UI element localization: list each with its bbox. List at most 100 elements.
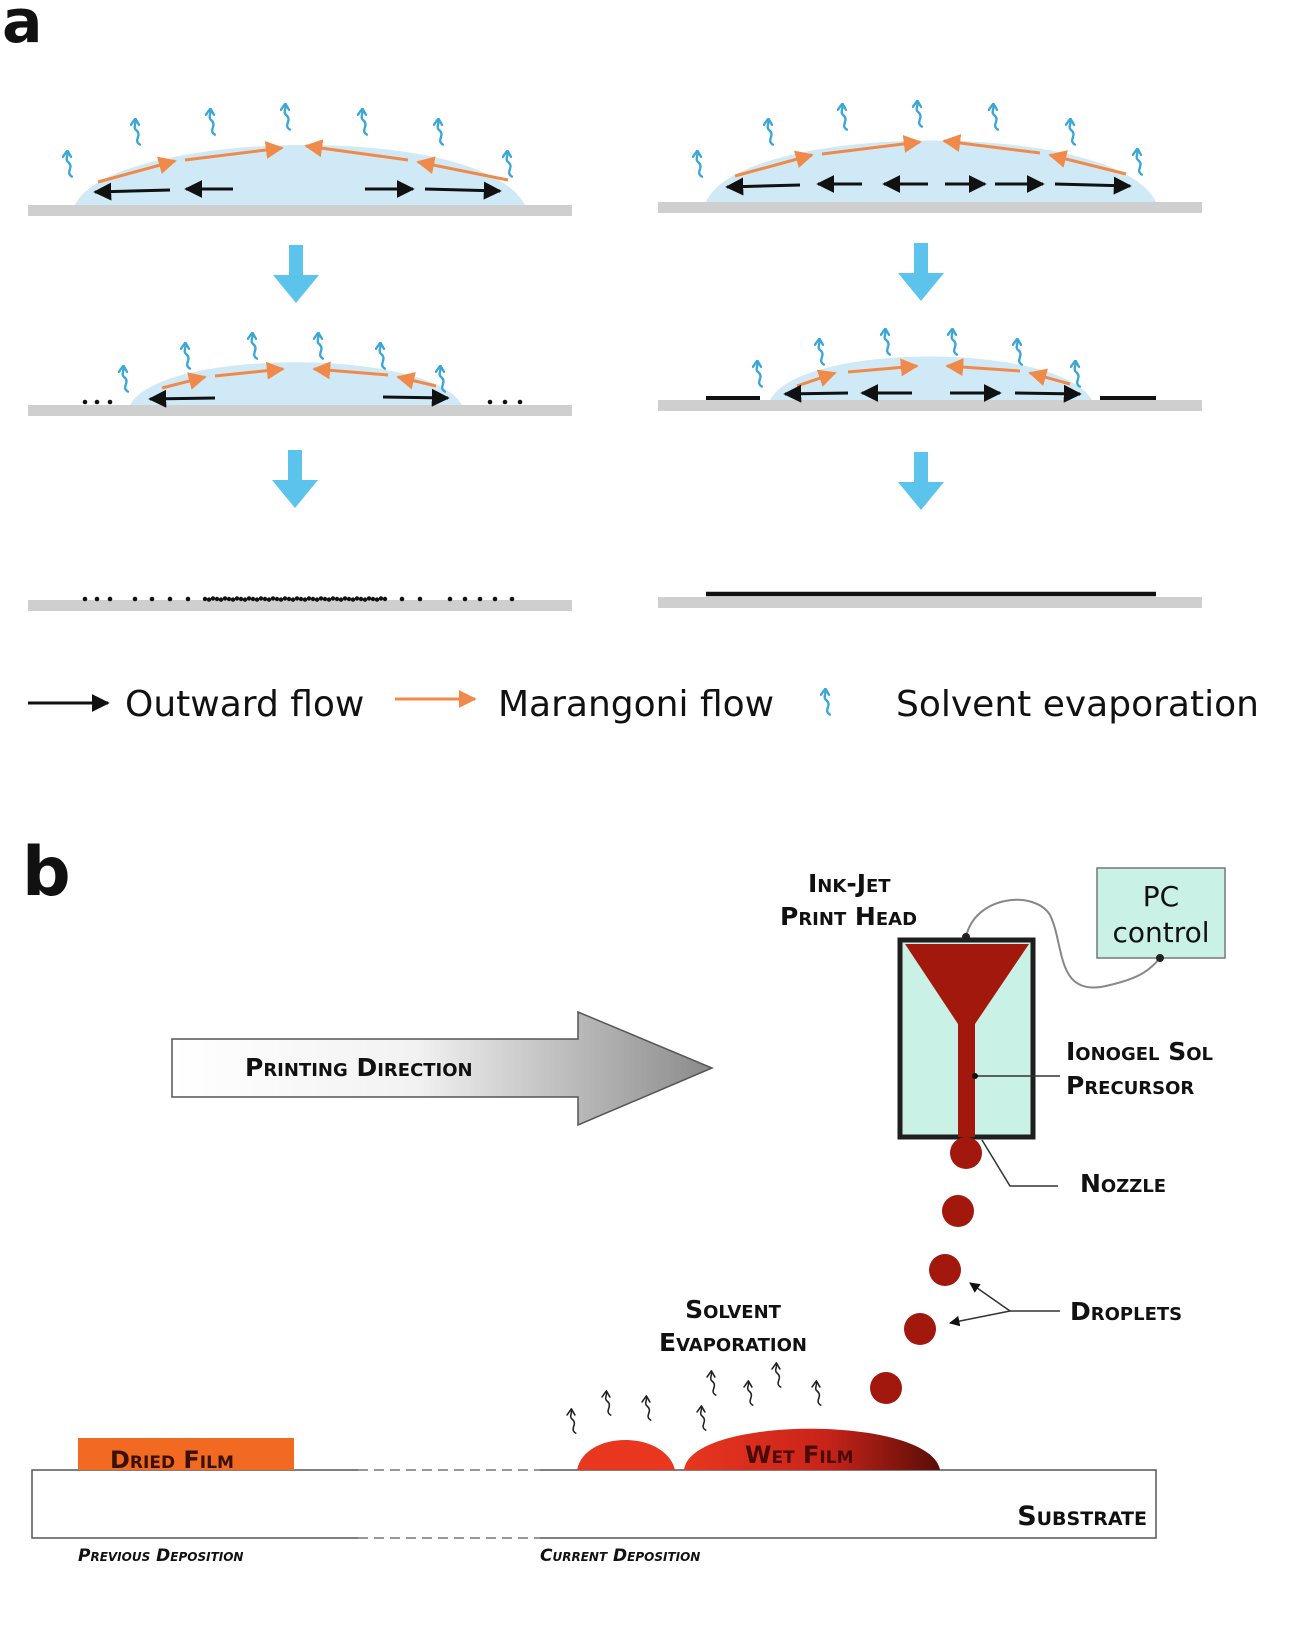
deposit-dot bbox=[310, 596, 316, 602]
deposit-dots bbox=[82, 399, 523, 405]
deposit-dot bbox=[298, 596, 304, 602]
deposit-dot bbox=[314, 597, 320, 602]
evaporation-icons-b bbox=[566, 1362, 822, 1434]
nozzle-label: Nozzle bbox=[1080, 1169, 1166, 1198]
right-stage-2 bbox=[658, 328, 1202, 411]
deposit-dot bbox=[342, 596, 348, 601]
right-stage-1 bbox=[658, 100, 1202, 213]
droplet bbox=[770, 356, 1092, 400]
deposit-dot bbox=[330, 596, 336, 601]
deposit-dot bbox=[149, 596, 155, 602]
deposit-dot bbox=[282, 596, 288, 601]
left-stage-1 bbox=[28, 103, 572, 216]
marangoni-arrows bbox=[161, 361, 437, 390]
droplet bbox=[904, 1313, 936, 1345]
deposit-dot bbox=[132, 596, 138, 602]
down-arrow bbox=[898, 243, 944, 301]
deposit-dot bbox=[447, 596, 453, 602]
down-arrow bbox=[898, 452, 944, 510]
deposit-dot bbox=[334, 596, 340, 602]
previous-deposition-label: Previous Deposition bbox=[78, 1546, 243, 1566]
legend: Outward flow Marangoni flow Solvent evap… bbox=[28, 684, 1259, 725]
left-stage-3 bbox=[28, 596, 572, 611]
droplets-label: Droplets bbox=[1070, 1297, 1182, 1326]
legend-marangoni-label: Marangoni flow bbox=[498, 684, 774, 725]
deposit-dot bbox=[107, 596, 113, 602]
deposit-dot bbox=[82, 596, 88, 602]
printing-direction-label: Printing Direction bbox=[245, 1053, 473, 1082]
droplet bbox=[75, 144, 525, 205]
legend-evaporation-label: Solvent evaporation bbox=[896, 684, 1259, 725]
deposit-dot bbox=[167, 596, 173, 602]
wet-film: Wet Film bbox=[577, 1428, 940, 1470]
marangoni-arrows bbox=[97, 139, 509, 184]
droplet bbox=[950, 1137, 982, 1169]
deposit-dot bbox=[222, 596, 228, 601]
sol-precursor-label-line2: Precursor bbox=[1066, 1071, 1194, 1100]
print-head bbox=[897, 937, 1036, 1140]
substrate-bar bbox=[28, 600, 572, 611]
deposit-dot bbox=[274, 596, 280, 602]
deposit-dot bbox=[206, 597, 212, 602]
outward-arrows bbox=[148, 388, 450, 408]
deposit-dot bbox=[417, 596, 423, 602]
deposit-dot bbox=[234, 596, 240, 601]
deposit-dot bbox=[382, 596, 388, 602]
substrate-bar bbox=[28, 205, 572, 216]
deposit-dot bbox=[399, 596, 405, 602]
substrate-bar bbox=[658, 400, 1202, 411]
down-arrow bbox=[273, 245, 319, 303]
pc-control-line2: control bbox=[1112, 916, 1209, 949]
droplet bbox=[929, 1254, 961, 1286]
deposit-dot bbox=[202, 596, 208, 602]
right-stage-3 bbox=[658, 591, 1202, 608]
deposit-dot bbox=[238, 596, 244, 602]
droplets bbox=[870, 1137, 982, 1404]
ink-channel bbox=[958, 1022, 975, 1137]
solvent-evaporation-line1: Solvent bbox=[685, 1295, 782, 1324]
deposit-dot bbox=[258, 596, 264, 601]
outward-arrows bbox=[93, 180, 502, 201]
pc-control-line1: PC bbox=[1143, 880, 1179, 913]
panel-a-letter: a bbox=[2, 0, 43, 57]
wet-film-label: Wet Film bbox=[745, 1441, 854, 1469]
deposit-dot bbox=[254, 597, 260, 602]
marangoni-arrows bbox=[734, 134, 1127, 178]
deposit-dot bbox=[262, 596, 268, 602]
legend-evaporation-icon bbox=[820, 688, 832, 716]
deposit-dot bbox=[477, 596, 483, 602]
deposit-dot bbox=[509, 596, 515, 602]
deposit-dot bbox=[354, 596, 360, 601]
deposit-dot bbox=[290, 597, 296, 602]
deposit-dot bbox=[226, 596, 232, 602]
legend-outward-label: Outward flow bbox=[125, 684, 364, 725]
deposit-dot bbox=[322, 596, 328, 602]
substrate-bar bbox=[28, 405, 572, 416]
deposit-dot bbox=[366, 596, 372, 601]
leader-dot bbox=[972, 1073, 978, 1079]
deposit-dot bbox=[286, 596, 292, 602]
dried-film-label: Dried Film bbox=[110, 1446, 234, 1474]
substrate-bar bbox=[658, 202, 1202, 213]
print-head-label-line1: Ink-Jet bbox=[808, 869, 891, 898]
deposit-dot bbox=[306, 596, 312, 601]
droplet bbox=[870, 1372, 902, 1404]
panel-b-letter: b bbox=[22, 833, 71, 912]
deposit-dot bbox=[242, 597, 248, 602]
print-head-label-line2: Print Head bbox=[780, 902, 917, 931]
substrate-label: Substrate bbox=[1017, 1501, 1147, 1532]
ink-reservoir bbox=[905, 944, 1029, 1024]
current-deposition-label: Current Deposition bbox=[540, 1546, 700, 1566]
deposit-dot bbox=[346, 596, 352, 602]
deposit-dot bbox=[302, 597, 308, 602]
nozzle-leader bbox=[981, 1139, 1058, 1187]
deposit-dot bbox=[294, 596, 300, 601]
sol-precursor-label-line1: Ionogel Sol bbox=[1066, 1037, 1213, 1066]
printing-direction-arrow: Printing Direction bbox=[171, 1010, 714, 1127]
droplets-leaders bbox=[948, 1282, 1060, 1327]
marangoni-arrows bbox=[796, 358, 1071, 388]
deposit-dot bbox=[378, 596, 384, 601]
solvent-evaporation-line2: Evaporation bbox=[659, 1328, 807, 1357]
